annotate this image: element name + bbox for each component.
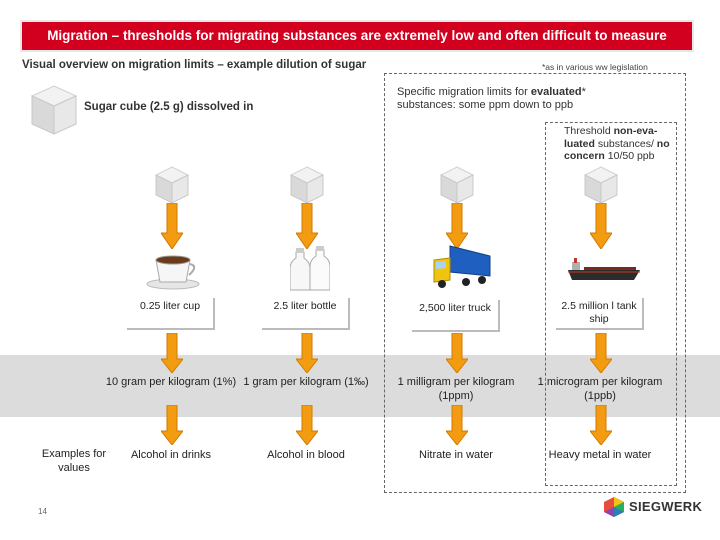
container-label: 2.5 million l tank ship bbox=[556, 298, 644, 330]
down-arrow-icon bbox=[296, 333, 318, 373]
sugar-cube-icon bbox=[584, 166, 618, 204]
sugar-cube-label: Sugar cube (2.5 g) dissolved in bbox=[84, 101, 254, 113]
evaluated-limits-box bbox=[384, 73, 686, 493]
down-arrow-icon bbox=[590, 333, 612, 373]
examples-label: Examples for values bbox=[41, 448, 107, 474]
slide-subtitle: Visual overview on migration limits – ex… bbox=[22, 59, 367, 71]
down-arrow-icon bbox=[161, 333, 183, 373]
down-arrow-icon bbox=[590, 203, 612, 249]
down-arrow-icon bbox=[446, 203, 468, 249]
container-label: 2.5 liter bottle bbox=[262, 298, 350, 330]
siegwerk-logo-icon bbox=[604, 497, 624, 517]
coffee-cup-icon bbox=[146, 255, 200, 290]
down-arrow-icon bbox=[296, 203, 318, 249]
down-arrow-icon bbox=[161, 405, 183, 445]
down-arrow-icon bbox=[446, 333, 468, 373]
siegwerk-logo-text: SIEGWERK bbox=[629, 499, 703, 514]
example-text: Alcohol in drinks bbox=[130, 449, 212, 461]
truck-icon bbox=[433, 245, 491, 288]
container-label: 0.25 liter cup bbox=[127, 298, 215, 330]
sugar-cube-icon bbox=[440, 166, 474, 204]
slide-title: Migration – thresholds for migrating sub… bbox=[47, 28, 667, 43]
sugar-cube-icon bbox=[155, 166, 189, 204]
down-arrow-icon bbox=[446, 405, 468, 445]
tank-ship-icon bbox=[568, 258, 640, 280]
example-text: Alcohol in blood bbox=[267, 449, 345, 461]
down-arrow-icon bbox=[590, 405, 612, 445]
page-number: 14 bbox=[38, 507, 47, 516]
down-arrow-icon bbox=[161, 203, 183, 249]
legislation-footnote: *as in various ww legislation bbox=[542, 62, 648, 72]
sugar-cube-icon bbox=[290, 166, 324, 204]
title-bar: Migration – thresholds for migrating sub… bbox=[22, 22, 692, 50]
container-label: 2,500 liter truck bbox=[412, 300, 500, 332]
concentration-text: 1 milligram per kilogram (1ppm) bbox=[397, 376, 515, 402]
down-arrow-icon bbox=[296, 405, 318, 445]
example-text: Nitrate in water bbox=[419, 449, 493, 461]
example-text: Heavy metal in water bbox=[548, 449, 652, 461]
specific-limits-text: Specific migration limits for evaluated*… bbox=[397, 86, 586, 111]
threshold-box bbox=[545, 122, 677, 486]
concentration-text: 10 gram per kilogram (1%) bbox=[105, 376, 237, 388]
concentration-text: 1 microgram per kilogram (1ppb) bbox=[537, 376, 663, 402]
concentration-text: 1 gram per kilogram (1‰) bbox=[243, 376, 369, 388]
milk-bottles-icon bbox=[290, 246, 330, 291]
threshold-text: Threshold non-eva-luated substances/ no … bbox=[564, 125, 670, 162]
large-sugar-cube-icon bbox=[30, 85, 78, 135]
